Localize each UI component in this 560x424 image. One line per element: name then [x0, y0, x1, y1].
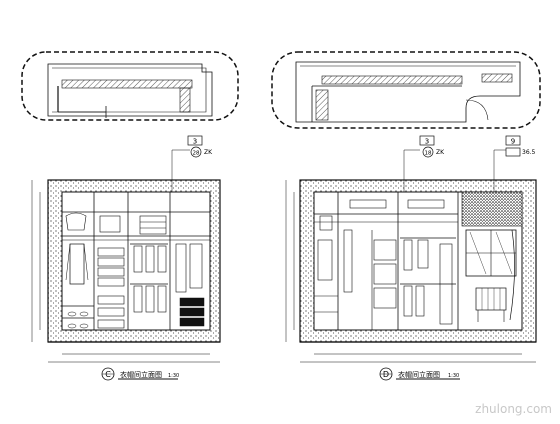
- right-caption-title: 衣帽间立面图: [398, 370, 440, 379]
- left-tag-circle: 28: [193, 151, 200, 157]
- left-tag-box: 3: [193, 138, 197, 146]
- left-caption-title: 衣帽间立面图: [120, 370, 162, 379]
- right-elevation: [285, 149, 537, 363]
- right-tag-note-a: ZK: [436, 149, 445, 156]
- right-plan-view: [271, 51, 541, 129]
- left-callout-tags: 3 28 ZK: [187, 135, 213, 158]
- left-caption-scale: 1:30: [168, 373, 179, 379]
- right-caption: D 衣帽间立面图 1:30: [379, 367, 460, 381]
- right-tag-note-b: 36.5: [522, 149, 536, 156]
- right-tag-box-a: 3: [425, 138, 429, 146]
- left-plan-view: [21, 51, 239, 121]
- right-caption-marker: D: [383, 370, 389, 379]
- left-tag-note: ZK: [204, 149, 213, 156]
- right-callout-tags: 3 18 ZK 9 36.5: [419, 135, 536, 158]
- right-tag-box-b: 9: [511, 138, 515, 146]
- right-tag-circle-a: 18: [425, 151, 432, 157]
- right-caption-scale: 1:30: [448, 373, 459, 379]
- watermark: zhulong.com: [475, 402, 552, 416]
- left-elevation: [31, 149, 221, 363]
- left-caption: C 衣帽间立面图 1:30: [101, 367, 179, 381]
- left-caption-marker: C: [105, 370, 111, 379]
